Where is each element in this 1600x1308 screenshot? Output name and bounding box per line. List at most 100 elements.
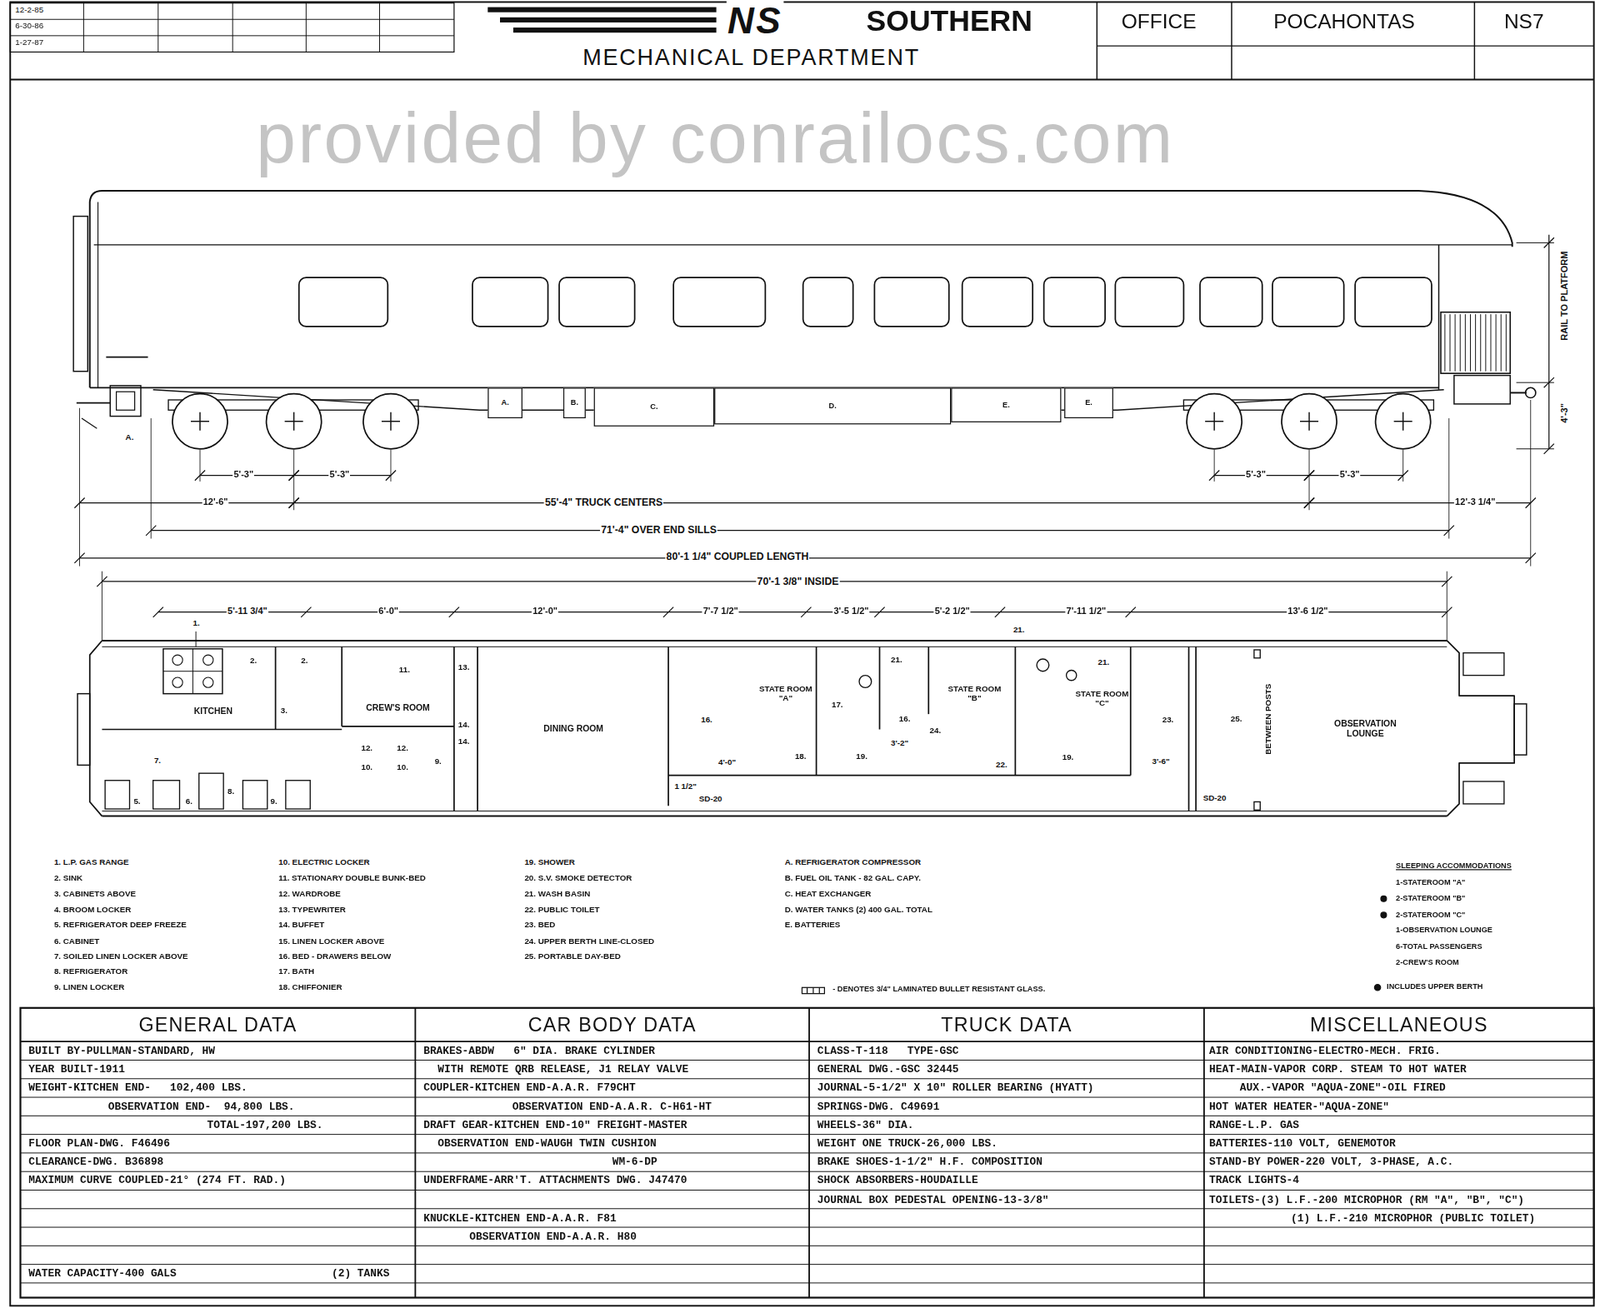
dimension: 5'-3" xyxy=(1245,469,1267,480)
callout-number: 16. xyxy=(700,715,714,725)
range-burner xyxy=(172,655,183,665)
dimension: 1 1/2" xyxy=(673,781,698,791)
revision-date: 1-27-87 xyxy=(14,37,45,47)
dimension: 5'-2 1/2" xyxy=(933,605,971,617)
wheel-center-mark xyxy=(1308,412,1310,431)
callout-number: 22. xyxy=(995,760,1009,770)
bullet-resistant-glass-mark xyxy=(812,987,814,994)
dimension-tick xyxy=(1544,377,1555,388)
platform-step xyxy=(1463,781,1505,805)
dimension: 13'-6 1/2" xyxy=(1286,605,1330,617)
car-window xyxy=(1115,277,1184,327)
accommodations-heading: SLEEPING ACCOMMODATIONS xyxy=(1395,862,1513,872)
equipment-box: B. xyxy=(563,387,586,419)
table-entry: TRACK LIGHTS-4 xyxy=(1209,1175,1300,1188)
wheel xyxy=(1375,394,1431,450)
table-entry: WHEELS-36" DIA. xyxy=(817,1119,915,1132)
equipment-box: E. xyxy=(950,387,1061,423)
table-heading: GENERAL DATA xyxy=(20,1014,415,1037)
wheel-center-mark xyxy=(293,412,295,431)
railing-bar xyxy=(1500,314,1502,372)
partition-wall xyxy=(879,646,881,730)
extension-line xyxy=(1214,450,1215,482)
car-end-wall xyxy=(90,640,103,817)
table-entry: (2) TANKS xyxy=(331,1267,390,1280)
equipment-letter: E. xyxy=(1002,400,1010,410)
legend-item: A. REFRIGERATOR COMPRESSOR xyxy=(783,858,922,868)
dimension-tick xyxy=(663,607,674,618)
table-heading: CAR BODY DATA xyxy=(415,1014,810,1037)
legend-item: 15. LINEN LOCKER ABOVE xyxy=(277,935,385,945)
wheel-center-mark xyxy=(1213,412,1215,431)
dimension-tick xyxy=(995,607,1005,618)
dimension: 6'-0" xyxy=(377,605,400,617)
car-window xyxy=(559,277,635,327)
data-table-rule xyxy=(20,1171,1594,1173)
legend-item: 25. PORTABLE DAY-BED xyxy=(523,951,622,961)
extension-line xyxy=(1309,450,1310,510)
dimension-tick xyxy=(1125,607,1136,618)
dimension-tick xyxy=(300,607,311,618)
dimension-tick xyxy=(1441,607,1452,618)
sheet-title: MECHANICAL DEPARTMENT xyxy=(581,45,921,71)
equipment-box: E. xyxy=(1064,387,1114,419)
data-table-rule xyxy=(20,1040,1594,1043)
callout-number: 8. xyxy=(226,786,236,796)
dimension-tick xyxy=(1525,553,1536,564)
upper-berth-dot xyxy=(1380,912,1387,919)
coupler-pocket xyxy=(110,385,141,417)
callout-number: 16. xyxy=(898,714,912,724)
watermark: provided by conrailocs.com xyxy=(255,101,1176,174)
callout-number: 13. xyxy=(457,663,471,673)
dimension: 5'-3" xyxy=(232,469,255,480)
legend-item: 20. S.V. SMOKE DETECTOR xyxy=(523,874,633,884)
dimension-tick xyxy=(385,470,396,480)
car-eave-line xyxy=(94,244,1513,245)
table-entry: COUPLER-KITCHEN END-A.A.R. F79CHT xyxy=(423,1081,636,1095)
legend-item: B. FUEL OIL TANK - 82 GAL. CAPY. xyxy=(783,874,922,884)
car-window xyxy=(673,277,765,327)
dimension: 71'-4" OVER END SILLS xyxy=(600,524,718,536)
railing-bar xyxy=(1465,314,1466,372)
partition-wall xyxy=(341,725,455,728)
car-wall xyxy=(101,640,1447,642)
coupler-shank xyxy=(1510,391,1527,394)
smoke-detector-tag: SD-20 xyxy=(698,795,724,805)
wheel-center-mark xyxy=(390,412,391,431)
legend-item: C. HEAT EXCHANGER xyxy=(783,889,872,899)
dimension: 80'-1 1/4" COUPLED LENGTH xyxy=(665,550,810,563)
dimension-tick xyxy=(1441,576,1452,587)
wheel xyxy=(363,394,419,450)
partition-wall xyxy=(1188,646,1190,811)
coupler-bracket xyxy=(81,418,97,429)
table-heading: MISCELLANEOUS xyxy=(1204,1014,1595,1037)
room-area: STATE ROOM "B" xyxy=(946,673,1002,715)
railing-bar xyxy=(1485,314,1486,372)
revision-grid-line xyxy=(232,3,234,53)
bullet-resistant-glass-mark xyxy=(801,987,825,994)
room-name: CREW'S ROOM xyxy=(365,704,430,715)
table-entry: WEIGHT ONE TRUCK-26,000 LBS. xyxy=(817,1137,998,1150)
dimension-tick xyxy=(1544,237,1555,248)
legend-item: 14. BUFFET xyxy=(277,920,325,930)
car-end-line xyxy=(1438,245,1440,390)
dimension-tick xyxy=(1304,498,1315,509)
dimension: 3'-5 1/2" xyxy=(832,605,870,617)
legend-item: 19. SHOWER xyxy=(523,858,576,868)
locker xyxy=(199,773,224,810)
callout-number: 1. xyxy=(191,618,201,628)
callout-number: 21. xyxy=(1012,625,1026,635)
equipment-letter: D. xyxy=(829,401,837,411)
data-table-rule xyxy=(20,1245,1594,1247)
dimension-tick xyxy=(1444,525,1455,536)
table-entry: WITH REMOTE QRB RELEASE, J1 RELAY VALVE xyxy=(437,1063,689,1076)
railing-bar xyxy=(1450,314,1451,372)
railing-bar xyxy=(1470,314,1471,372)
extension-line xyxy=(1530,400,1531,567)
glass-note: - DENOTES 3/4" LAMINATED BULLET RESISTAN… xyxy=(831,985,1047,995)
smoke-detector-tag: SD-20 xyxy=(1201,794,1227,804)
railing-bar xyxy=(1495,314,1497,372)
callout-number: 6. xyxy=(185,796,195,806)
table-entry: SHOCK ABSORBERS-HOUDAILLE xyxy=(817,1175,979,1188)
legend-item: 5. REFRIGERATOR DEEP FREEZE xyxy=(53,920,188,930)
